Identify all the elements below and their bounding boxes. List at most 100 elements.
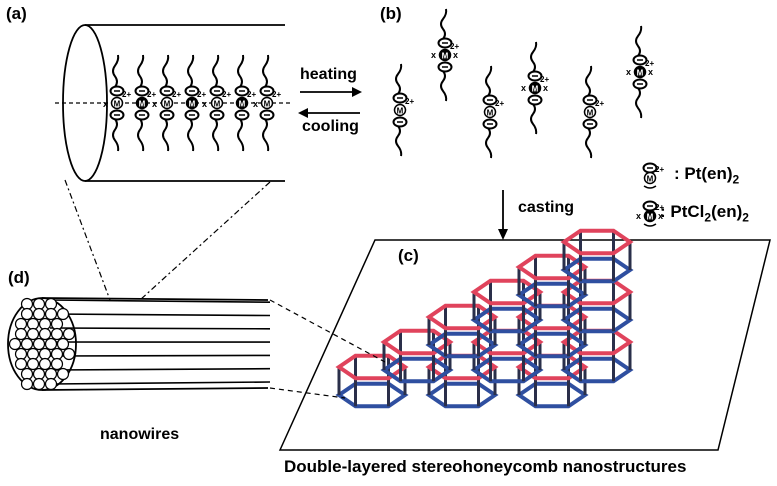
halide-x-left: x bbox=[521, 83, 526, 93]
alkyl-chain bbox=[188, 55, 193, 87]
charge-label: 2+ bbox=[655, 165, 664, 174]
honeycomb-top-cell bbox=[564, 331, 630, 354]
alkyl-chain bbox=[586, 128, 591, 158]
wire-cross-section bbox=[46, 299, 57, 310]
charge-label: 2+ bbox=[122, 90, 131, 99]
honeycomb-bottom-cell bbox=[564, 259, 630, 282]
wire-cross-section bbox=[46, 339, 57, 350]
alkyl-chain bbox=[396, 126, 401, 156]
chain-halide-x: x bbox=[253, 99, 258, 109]
alkyl-chain bbox=[531, 42, 536, 72]
cooling-label: cooling bbox=[302, 118, 359, 136]
zoom-line-a-d-left bbox=[65, 180, 110, 300]
panel-d-nanowire-bundle bbox=[8, 298, 270, 390]
wire-cross-section bbox=[34, 299, 45, 310]
wire-cross-section bbox=[52, 329, 63, 340]
halide-x-right: x bbox=[543, 83, 548, 93]
legend-pt-en-label: : Pt(en)2 bbox=[674, 164, 739, 186]
panel-c-honeycomb bbox=[280, 231, 770, 450]
alkyl-chain bbox=[113, 119, 118, 151]
metal-symbol: M bbox=[442, 52, 449, 61]
wire-cross-section bbox=[22, 379, 33, 390]
wire-cross-section bbox=[52, 359, 63, 370]
charge-label: 2+ bbox=[595, 99, 604, 108]
metal-symbol: M bbox=[189, 100, 196, 109]
wire-cross-section bbox=[40, 329, 51, 340]
chain-halide-x: x bbox=[103, 99, 108, 109]
charge-label: 2+ bbox=[495, 99, 504, 108]
alkyl-chain bbox=[441, 71, 446, 101]
wire-cross-section bbox=[52, 349, 63, 360]
alkyl-chain bbox=[486, 128, 491, 158]
wire-cross-section bbox=[16, 329, 27, 340]
charge-label: 2+ bbox=[247, 90, 256, 99]
wire-cross-section bbox=[28, 319, 39, 330]
wire-line bbox=[50, 314, 270, 316]
wire-cross-section bbox=[64, 329, 75, 340]
alkyl-chain bbox=[263, 55, 268, 87]
wire-cross-section bbox=[10, 339, 21, 350]
halide-x-right: x bbox=[648, 67, 653, 77]
alkyl-chain bbox=[138, 55, 143, 87]
alkyl-chain bbox=[113, 55, 118, 87]
chain-halide-x: x bbox=[152, 99, 157, 109]
charge-label: 2+ bbox=[172, 90, 181, 99]
wire-cross-section bbox=[46, 379, 57, 390]
halide-x-left: x bbox=[431, 50, 436, 60]
wire-cross-section bbox=[28, 359, 39, 370]
panel-label-a: (a) bbox=[6, 4, 27, 24]
zoom-line-a-d-right bbox=[140, 182, 270, 300]
wire-cross-section bbox=[40, 319, 51, 330]
honeycomb-bottom-cell bbox=[474, 309, 540, 332]
figure-caption: Double-layered stereohoneycomb nanostruc… bbox=[284, 457, 686, 477]
legend-ptcl2-en-label: : PtCl2(en)2 bbox=[660, 202, 749, 224]
wire-cross-section bbox=[16, 359, 27, 370]
honeycomb-top-cell bbox=[429, 306, 495, 329]
honeycomb-bottom-cell bbox=[339, 384, 405, 407]
honeycomb-top-cell bbox=[384, 331, 450, 354]
honeycomb-bottom-cell bbox=[564, 359, 630, 382]
alkyl-chain bbox=[238, 55, 243, 87]
honeycomb-top-cell bbox=[429, 356, 495, 379]
metal-symbol: M bbox=[397, 107, 404, 116]
heating-arrowhead bbox=[352, 87, 362, 97]
metal-symbol: M bbox=[214, 100, 221, 109]
honeycomb-bottom-cell bbox=[519, 284, 585, 307]
wire-cross-section bbox=[58, 369, 69, 380]
wire-cross-section bbox=[16, 349, 27, 360]
alkyl-chain bbox=[396, 64, 401, 94]
metal-symbol: M bbox=[647, 175, 654, 184]
honeycomb-bottom-cell bbox=[474, 359, 540, 382]
honeycomb-top-cell bbox=[519, 256, 585, 279]
casting-label: casting bbox=[518, 199, 574, 217]
wire-cross-section bbox=[28, 329, 39, 340]
charge-label: 2+ bbox=[222, 90, 231, 99]
metal-symbol: M bbox=[532, 85, 539, 94]
metal-symbol: M bbox=[164, 100, 171, 109]
alkyl-chain bbox=[486, 66, 491, 96]
wire-cross-section bbox=[28, 349, 39, 360]
alkyl-chain bbox=[188, 119, 193, 151]
wire-line bbox=[50, 369, 270, 370]
bundle-bottom-edge bbox=[42, 388, 268, 390]
wire-line bbox=[50, 328, 270, 329]
wire-cross-section bbox=[64, 349, 75, 360]
alkyl-chain bbox=[213, 119, 218, 151]
wire-cross-section bbox=[34, 339, 45, 350]
panel-label-b: (b) bbox=[380, 4, 402, 24]
metal-symbol: M bbox=[264, 100, 271, 109]
honeycomb-top-cell bbox=[519, 306, 585, 329]
honeycomb-top-cell bbox=[339, 356, 405, 379]
charge-label: 2+ bbox=[405, 97, 414, 106]
wire-cross-section bbox=[22, 339, 33, 350]
alkyl-chain bbox=[138, 119, 143, 151]
wire-cross-section bbox=[40, 349, 51, 360]
panel-label-c: (c) bbox=[398, 246, 419, 266]
alkyl-chain bbox=[441, 9, 446, 39]
honeycomb-bottom-cell bbox=[429, 334, 495, 357]
wire-cross-section bbox=[34, 309, 45, 320]
